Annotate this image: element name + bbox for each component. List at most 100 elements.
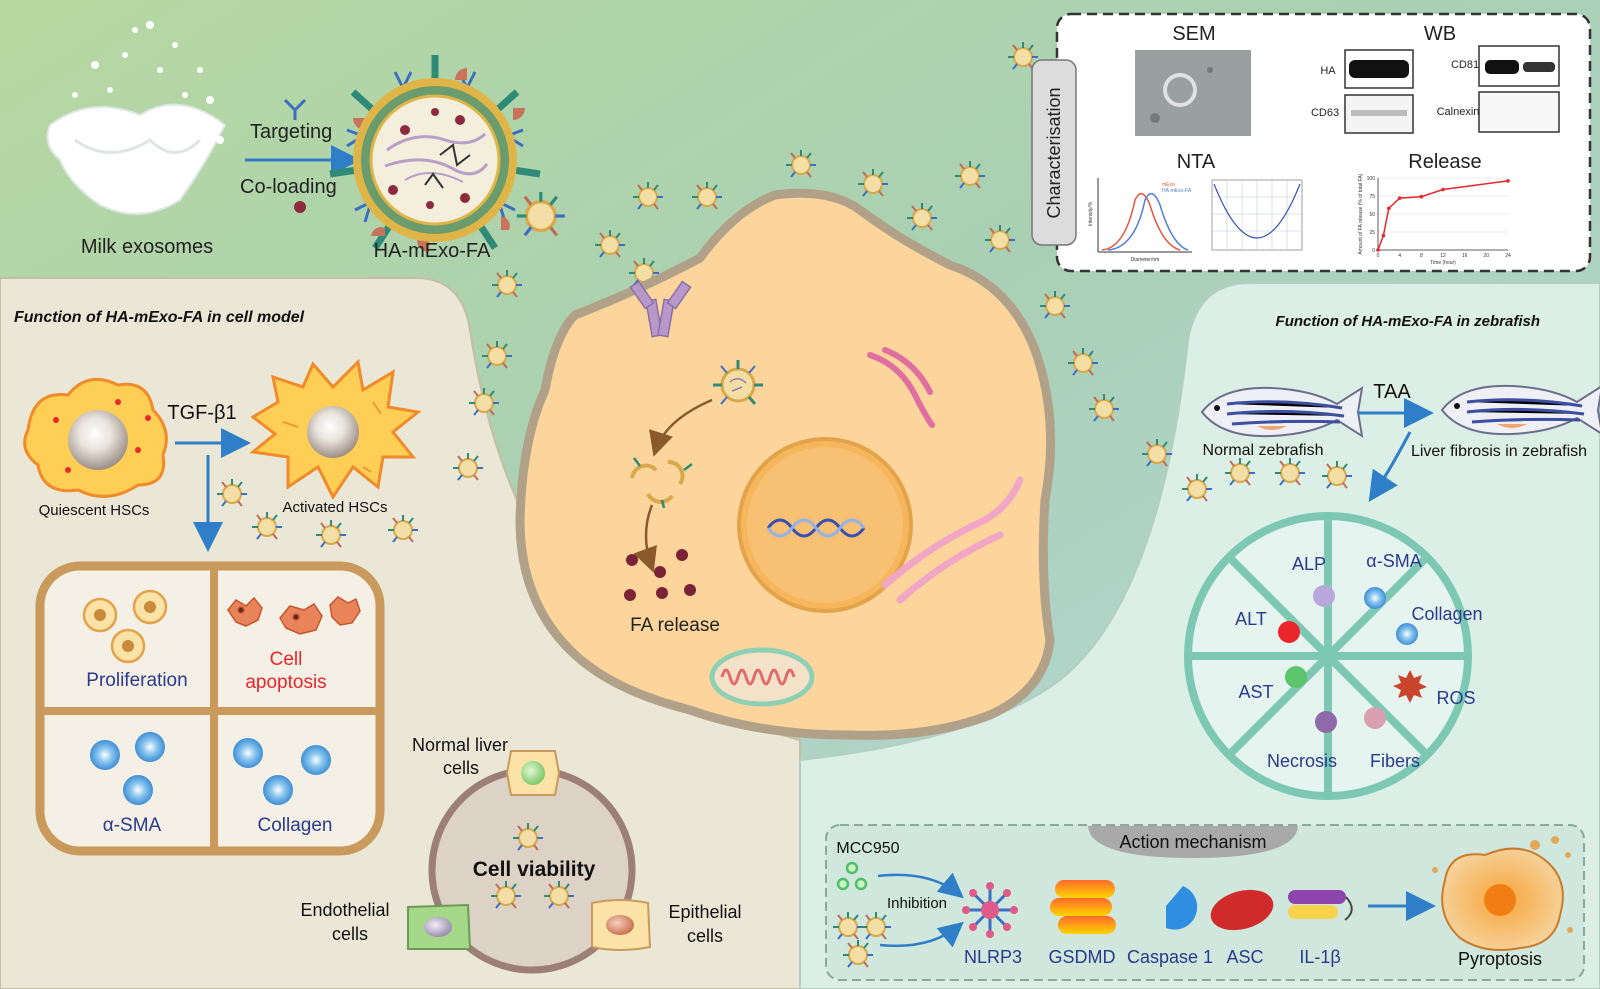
mcc950-molecules-icon (836, 861, 868, 891)
inhibition-label: Inhibition (887, 895, 947, 912)
coloading-label: Co-loading (240, 176, 337, 198)
nta-axis-x: Diameter/nm (1131, 257, 1160, 263)
alt-marker-icon (1278, 621, 1300, 643)
release-x-tick: 12 (1440, 253, 1446, 259)
cell-viability-diagram: Cell viability Normal liver cells Endoth… (300, 735, 742, 974)
assessment-wheel: ALP α-SMA ALT Collagen AST ROS Necrosis … (1184, 512, 1483, 800)
mcc950-label: MCC950 (836, 840, 899, 857)
fibrotic-zebrafish-icon (1440, 384, 1600, 436)
taa-label: TAA (1373, 381, 1411, 403)
release-x-tick: 8 (1420, 253, 1423, 259)
release-x-tick: 20 (1484, 253, 1490, 259)
nta-axis-y: Intensity/% (1088, 201, 1094, 226)
internalized-exosome (713, 360, 763, 405)
nta-legend: HA-mExo-FA (1162, 188, 1192, 194)
cell-model-title: Function of HA-mExo-FA in cell model (14, 309, 305, 326)
milk-splash (46, 21, 227, 215)
asc-icon (1210, 889, 1274, 931)
uptake-arrow (649, 398, 713, 457)
wheel-label-necrosis: Necrosis (1267, 751, 1337, 771)
caspase1-label: Caspase 1 (1127, 947, 1213, 967)
golgi-icon (867, 347, 935, 428)
drug-molecule-icon (294, 201, 306, 213)
release-y-tick: 25 (1369, 230, 1375, 236)
gsdmd-label: GSDMD (1049, 947, 1116, 967)
release-x-tick: 0 (1377, 253, 1380, 259)
ha-mexo-fa-label: HA-mExo-FA (374, 240, 491, 262)
normal-liver-label: cells (443, 758, 479, 778)
activated-hsc-label: Activated HSCs (282, 499, 387, 516)
nta-title: NTA (1177, 151, 1216, 173)
normal-zebrafish-icon (1200, 385, 1364, 439)
asma-marker-icon (1364, 587, 1386, 609)
characterisation-tab (1031, 59, 1077, 246)
dna-icon (766, 518, 866, 538)
targeting-label: Targeting (250, 121, 332, 143)
asma-cells-icon (90, 732, 165, 805)
quiescent-hsc-label: Quiescent HSCs (39, 502, 150, 519)
nlrp3-icon (962, 882, 1018, 938)
endothelial-label: Endothelial (300, 900, 389, 920)
release-point (1397, 196, 1402, 200)
apoptosis-label: Cell (270, 649, 303, 670)
wheel-label-ast: AST (1238, 682, 1273, 702)
release-axis-x: Time (hour) (1430, 260, 1456, 266)
wheel-label-ros: ROS (1436, 688, 1475, 708)
collagen-label: Collagen (258, 815, 333, 836)
proliferation-cells-icon (82, 589, 168, 664)
release-point (1376, 248, 1380, 252)
receptor-icon (629, 280, 692, 338)
release-point (1419, 194, 1424, 199)
wheel-label-fibers: Fibers (1370, 751, 1420, 771)
release-point (1387, 206, 1391, 211)
collagen-cells-icon (233, 738, 331, 805)
wb-band-label: CD81 (1451, 59, 1479, 71)
release-arrow (633, 504, 657, 573)
gsdmd-icon (1050, 880, 1116, 934)
sem-title: SEM (1172, 23, 1215, 45)
epithelial-cell-icon (591, 899, 652, 951)
wheel-label-alp: ALP (1292, 554, 1326, 574)
il1b-label: IL-1β (1299, 947, 1340, 967)
release-x-tick: 4 (1398, 253, 1401, 259)
mitochondrion-icon (709, 647, 815, 707)
action-mechanism-panel: Action mechanism MCC950 Inhibition NLRP3… (825, 824, 1585, 981)
mechanism-title: Action mechanism (1119, 832, 1266, 852)
antibody-icon (283, 98, 307, 120)
proliferation-label: Proliferation (86, 670, 187, 691)
release-title: Release (1408, 151, 1481, 173)
zebrafish-title: Function of HA-mExo-FA in zebrafish (1276, 313, 1540, 330)
release-y-tick: 75 (1369, 194, 1375, 200)
wheel-label-alt: ALT (1235, 609, 1267, 629)
hepatic-stellate-cell: FA release (515, 188, 1056, 740)
wb-title: WB (1424, 23, 1456, 45)
characterisation-panel: Characterisation SEM WB HA CD63 CD81 Cal… (1031, 12, 1592, 273)
fa-release-label: FA release (630, 615, 720, 636)
wheel-label-collagen: Collagen (1411, 604, 1482, 624)
release-axis-y: Amount of FA release (% of total FA) (1358, 173, 1364, 254)
activated-hsc-icon (249, 358, 422, 500)
apoptosis-cells-icon (227, 596, 361, 635)
release-x-tick: 16 (1462, 253, 1468, 259)
wheel-label-asma: α-SMA (1366, 551, 1421, 571)
nta-legend: mExo (1162, 182, 1175, 188)
nta-size-plot: mExo HA-mExo-FA Intensity/% Diameter/nm (1088, 178, 1192, 263)
cell-viability-title: Cell viability (473, 858, 596, 881)
milk-exosomes-label: Milk exosomes (81, 236, 213, 258)
wb-band-label: HA (1320, 65, 1336, 77)
exosome-arrow (879, 921, 964, 948)
wb-band-label: Calnexin (1437, 106, 1480, 118)
endothelial-cell-icon (407, 903, 472, 950)
endothelial-label: cells (332, 924, 368, 944)
pyroptosis-label: Pyroptosis (1458, 949, 1542, 969)
collagen-marker-icon (1396, 623, 1418, 645)
broken-exosome-icon (630, 457, 693, 509)
mechanism-title-tab (1088, 826, 1298, 858)
fa-molecules-icon (624, 549, 696, 601)
tgf-label: TGF-β1 (167, 402, 236, 424)
release-point (1381, 233, 1386, 238)
release-x-tick: 24 (1505, 253, 1511, 259)
normal-zebrafish-label: Normal zebrafish (1203, 442, 1324, 459)
